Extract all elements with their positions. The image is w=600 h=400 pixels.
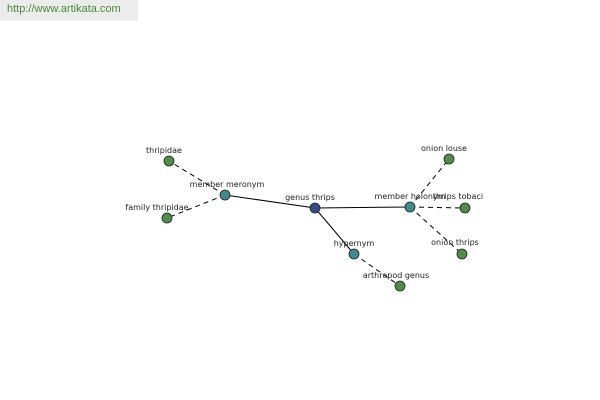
node-onion-louse[interactable] bbox=[443, 153, 455, 165]
edge-member-holonym-to-onion-louse bbox=[409, 158, 450, 208]
node-label-member-meronym[interactable]: member meronym bbox=[190, 180, 265, 189]
node-family-thripidae[interactable] bbox=[161, 212, 173, 224]
node-label-onion-thrips[interactable]: onion thrips bbox=[431, 238, 479, 247]
node-label-arthropod-genus[interactable]: arthropod genus bbox=[363, 271, 429, 280]
edge-member-holonym-to-onion-thrips bbox=[409, 206, 463, 255]
edge-genus-thrips-to-member-holonym bbox=[314, 206, 411, 209]
node-label-thripidae[interactable]: thripidae bbox=[146, 146, 182, 155]
edge-member-holonym-to-thrips-tobaci bbox=[409, 206, 466, 209]
node-thripidae[interactable] bbox=[163, 155, 175, 167]
edge-genus-thrips-to-member-meronym bbox=[224, 194, 316, 209]
node-hypernym[interactable] bbox=[348, 248, 360, 260]
graph-nodes bbox=[161, 153, 471, 292]
node-label-family-thripidae[interactable]: family thripidae bbox=[125, 203, 188, 212]
node-member-meronym[interactable] bbox=[219, 189, 231, 201]
source-url-banner[interactable]: http://www.artikata.com bbox=[0, 0, 138, 21]
edge-member-meronym-to-family-thripidae bbox=[166, 194, 226, 219]
node-arthropod-genus[interactable] bbox=[394, 280, 406, 292]
node-label-hypernym[interactable]: hypernym bbox=[334, 239, 375, 248]
edge-hypernym-to-arthropod-genus bbox=[353, 253, 401, 287]
graph-edges bbox=[166, 158, 466, 287]
node-onion-thrips[interactable] bbox=[456, 248, 468, 260]
graph-labels: genus thrips member meronym member holonym… bbox=[125, 144, 483, 280]
node-member-holonym[interactable] bbox=[404, 201, 416, 213]
edge-genus-thrips-to-hypernym bbox=[314, 207, 355, 255]
node-thrips-tobaci[interactable] bbox=[459, 202, 471, 214]
node-label-onion-louse[interactable]: onion louse bbox=[421, 144, 467, 153]
node-genus-thrips[interactable] bbox=[309, 202, 321, 214]
node-label-genus-thrips[interactable]: genus thrips bbox=[285, 193, 335, 202]
edge-member-meronym-to-thripidae bbox=[168, 160, 226, 196]
node-label-thrips-tobaci[interactable]: thrips tobaci bbox=[433, 192, 483, 201]
node-label-member-holonym[interactable]: member holonym bbox=[374, 192, 445, 201]
